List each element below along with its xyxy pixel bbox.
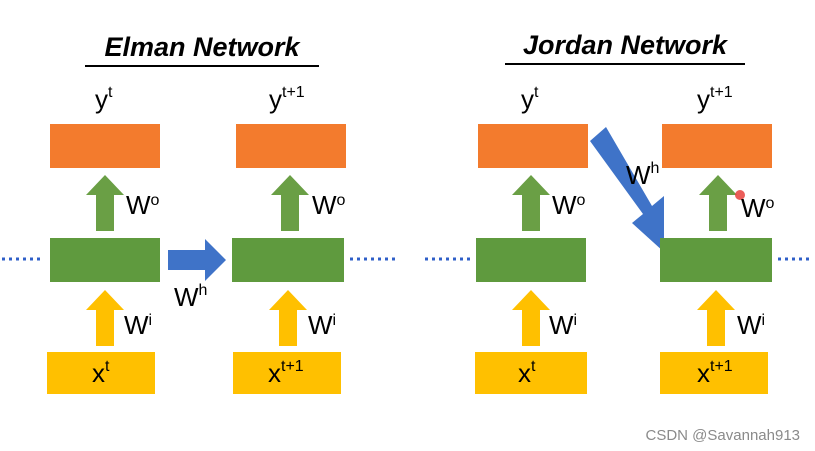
elman-input-node-t [47,352,155,394]
elman-wh-label: Wh [174,282,207,312]
jordan-network: Jordan Network yt Wo Wi xt Wh yt+1 Wo Wi [425,30,813,394]
elman-x-t-label: xt [92,358,110,388]
jordan-step-t: yt Wo Wi xt [475,84,588,394]
jordan-input-node-t1 [660,352,768,394]
elman-x-t1-label: xt+1 [268,358,304,388]
jordan-output-node-t [478,124,588,168]
elman-wi-label-t: Wi [124,310,152,340]
jordan-hidden-node-t [476,238,586,282]
elman-step-t1: yt+1 Wo Wi xt+1 [232,84,346,394]
elman-step-t: yt Wo Wi xt [47,84,160,394]
jordan-wi-arrow-t [512,290,550,346]
jordan-x-t1-label: xt+1 [697,358,733,388]
elman-wi-arrow-t1 [269,290,307,346]
elman-wo-label-t1: Wo [312,190,346,220]
elman-hidden-node-t [50,238,160,282]
jordan-wh-label: Wh [626,160,659,190]
elman-output-node-t1 [236,124,346,168]
jordan-output-node-t1 [662,124,772,168]
elman-output-node-t [50,124,160,168]
elman-y-t1-label: yt+1 [269,84,305,114]
jordan-wo-arrow-t1 [699,175,737,231]
elman-wo-arrow-t [86,175,124,231]
jordan-x-t-label: xt [518,358,536,388]
jordan-input-node-t [475,352,587,394]
jordan-y-t-label: yt [521,84,539,114]
jordan-wo-label-t: Wo [552,190,586,220]
jordan-wo-arrow-t [512,175,550,231]
elman-title: Elman Network [104,32,301,62]
watermark-text: CSDN @Savannah913 [646,427,800,444]
elman-hidden-node-t1 [232,238,344,282]
jordan-wi-label-t: Wi [549,310,577,340]
elman-input-node-t1 [233,352,341,394]
jordan-wo-label-t1: Wo [741,193,775,223]
elman-network: Elman Network yt Wo Wi xt Wh yt+1 Wo Wi [2,32,396,394]
elman-y-t-label: yt [95,84,113,114]
cursor-dot-icon [735,190,745,200]
jordan-wh-arrow [590,127,664,252]
jordan-title: Jordan Network [523,30,729,60]
elman-wh-arrow [168,239,226,281]
jordan-step-t1: yt+1 Wo Wi xt+1 [660,84,775,394]
jordan-hidden-node-t1 [660,238,772,282]
jordan-wi-arrow-t1 [697,290,735,346]
elman-wi-label-t1: Wi [308,310,336,340]
jordan-wi-label-t1: Wi [737,310,765,340]
elman-wo-arrow-t1 [271,175,309,231]
elman-wi-arrow-t [86,290,124,346]
elman-wo-label-t: Wo [126,190,160,220]
jordan-y-t1-label: yt+1 [697,84,733,114]
